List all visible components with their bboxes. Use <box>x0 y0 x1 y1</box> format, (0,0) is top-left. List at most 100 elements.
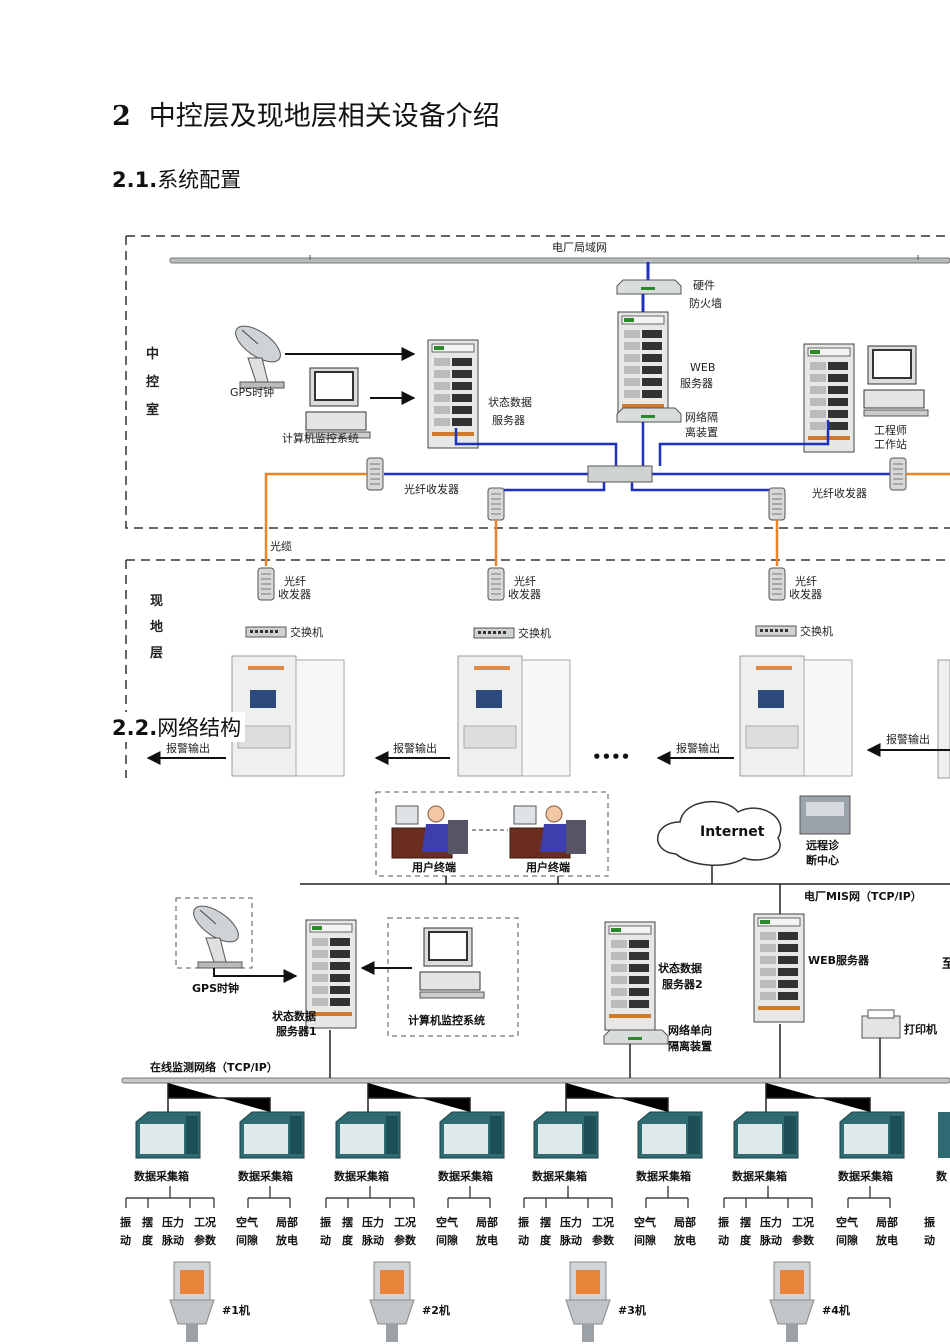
sensor-label: 参数 <box>194 1233 217 1247</box>
firewall-label-1: 防火墙 <box>689 296 722 310</box>
sensor-label: 局部 <box>673 1215 696 1229</box>
field-fiber-label-2a: 光纤 <box>514 574 536 588</box>
network-structure-diagram: 用户终端 用户终端 Internet 远程诊 断中心 电厂MIS网（TCP/IP… <box>121 791 950 1208</box>
field-switch-label-2: 交换机 <box>518 626 551 640</box>
sensor-label: 脉动 <box>361 1233 384 1247</box>
status-server1-label-1: 服务器1 <box>276 1024 317 1038</box>
web-server-label-1: 服务器 <box>680 377 713 390</box>
sensor-label: 振 <box>518 1215 529 1229</box>
sensor-label: 局部 <box>875 1215 898 1229</box>
sensor-label: 动 <box>320 1233 331 1247</box>
zone-control-2: 室 <box>146 402 159 418</box>
user-terminal-label-1: 用户终端 <box>412 860 456 874</box>
status-server2-label-0: 状态数据 <box>658 961 702 975</box>
sensor-label: 压力 <box>560 1215 582 1229</box>
zone-field-2: 层 <box>150 646 163 661</box>
field-fiber-label-2b: 收发器 <box>508 587 541 601</box>
firewall-label-0: 硬件 <box>693 279 715 292</box>
ellipsis: •••• <box>592 748 630 766</box>
daq-label-partial: 数 <box>936 1169 948 1183</box>
status-server2-label-1: 服务器2 <box>662 977 703 991</box>
daq-label-8: 数据采集箱 <box>838 1169 893 1183</box>
sensor-label: 间隙 <box>236 1233 258 1247</box>
sensor-label: 工况 <box>792 1215 814 1229</box>
sensor-label: 工况 <box>394 1215 416 1229</box>
sensor-label: 振 <box>320 1215 331 1229</box>
internet-label: Internet <box>700 824 765 840</box>
sensor-label: 局部 <box>275 1215 298 1229</box>
sensor-label: 空气 <box>634 1215 656 1229</box>
sensor-label: 放电 <box>673 1233 696 1247</box>
sensor-label-partial: 动 <box>924 1233 935 1247</box>
field-fiber-label-3a: 光纤 <box>795 574 817 588</box>
daq-label-1: 数据采集箱 <box>134 1169 189 1183</box>
engineer-ws-label-0: 工程师 <box>874 424 907 437</box>
sensor-label-partial: 振 <box>924 1215 935 1229</box>
sensor-label: 空气 <box>836 1215 858 1229</box>
sensor-label: 压力 <box>760 1215 782 1229</box>
sensor-label: 动 <box>518 1233 529 1247</box>
partial-right-label: 至 <box>942 957 950 972</box>
cable-label: 光缆 <box>270 539 292 553</box>
status-server-label-0: 状态数据 <box>488 395 532 409</box>
daq-label-3: 数据采集箱 <box>334 1169 389 1183</box>
alarm-label-4: 报警输出 <box>886 732 930 746</box>
unit-label: #3机 <box>618 1303 646 1317</box>
isolator2-label-0: 网络单向 <box>668 1023 712 1037</box>
unit-label: #1机 <box>222 1303 250 1317</box>
mis-net-label: 电厂MIS网（TCP/IP） <box>804 889 922 903</box>
sensor-label: 空气 <box>236 1215 258 1229</box>
zone-field-1: 地 <box>150 619 163 635</box>
daq-label-2: 数据采集箱 <box>238 1169 293 1183</box>
sensor-label: 压力 <box>162 1215 184 1229</box>
sensor-label: 度 <box>342 1233 354 1247</box>
sensor-label: 振 <box>718 1215 729 1229</box>
alarm-label-1: 报警输出 <box>166 741 210 755</box>
sensor-label: 脉动 <box>759 1233 782 1247</box>
sensor-label: 振 <box>120 1215 131 1229</box>
field-switch-label-1: 交换机 <box>290 625 323 639</box>
sensor-label: 摆 <box>342 1215 353 1229</box>
turbine-unit-icon <box>769 1261 815 1343</box>
unit-label: #4机 <box>822 1303 850 1317</box>
sensor-label: 脉动 <box>161 1233 184 1247</box>
subsection-heading-network: 2.2.网络结构 <box>112 712 246 742</box>
turbine-unit-icon <box>169 1261 215 1343</box>
turbine-unit-icon <box>565 1261 611 1343</box>
sensor-label: 空气 <box>436 1215 458 1229</box>
zone-field-0: 现 <box>150 594 163 609</box>
zone-control-0: 中 <box>146 346 159 362</box>
sensor-label: 间隙 <box>634 1233 656 1247</box>
sensor-label: 工况 <box>592 1215 614 1229</box>
lan-label: 电厂局域网 <box>552 241 607 254</box>
web-server2-label: WEB服务器 <box>808 953 870 967</box>
sensor-label: 间隙 <box>436 1233 458 1247</box>
remote-label-1: 断中心 <box>806 853 839 867</box>
isolator-label-1: 离装置 <box>685 425 718 439</box>
sensor-label: 摆 <box>540 1215 551 1229</box>
printer-label: 打印机 <box>904 1022 937 1036</box>
sensor-label: 间隙 <box>836 1233 858 1247</box>
sensor-label: 摆 <box>142 1215 153 1229</box>
alarm-label-3: 报警输出 <box>676 741 720 755</box>
sensor-label: 放电 <box>475 1233 498 1247</box>
daq-label-6: 数据采集箱 <box>636 1169 691 1183</box>
fiber-tx-label-1: 光纤收发器 <box>404 482 459 496</box>
online-net-label: 在线监测网络（TCP/IP） <box>150 1060 278 1074</box>
monitor-pc-label: 计算机监控系统 <box>282 431 359 445</box>
subsection-heading-config: 2.1.系统配置 <box>112 168 242 192</box>
monitor-pc2-label: 计算机监控系统 <box>408 1013 485 1027</box>
status-server1-label-0: 状态数据 <box>272 1009 316 1023</box>
sensor-label: 参数 <box>792 1233 815 1247</box>
alarm-label-2: 报警输出 <box>393 741 437 755</box>
fiber-tx-label-3: 光纤收发器 <box>812 486 867 500</box>
field-fiber-label-1a: 光纤 <box>284 574 306 588</box>
sensor-label: 参数 <box>592 1233 615 1247</box>
remote-label-0: 远程诊 <box>806 838 840 852</box>
daq-label-7: 数据采集箱 <box>732 1169 787 1183</box>
unit-label: #2机 <box>422 1303 450 1317</box>
turbine-unit-icon <box>369 1261 415 1343</box>
gps2-label: GPS时钟 <box>192 981 239 995</box>
